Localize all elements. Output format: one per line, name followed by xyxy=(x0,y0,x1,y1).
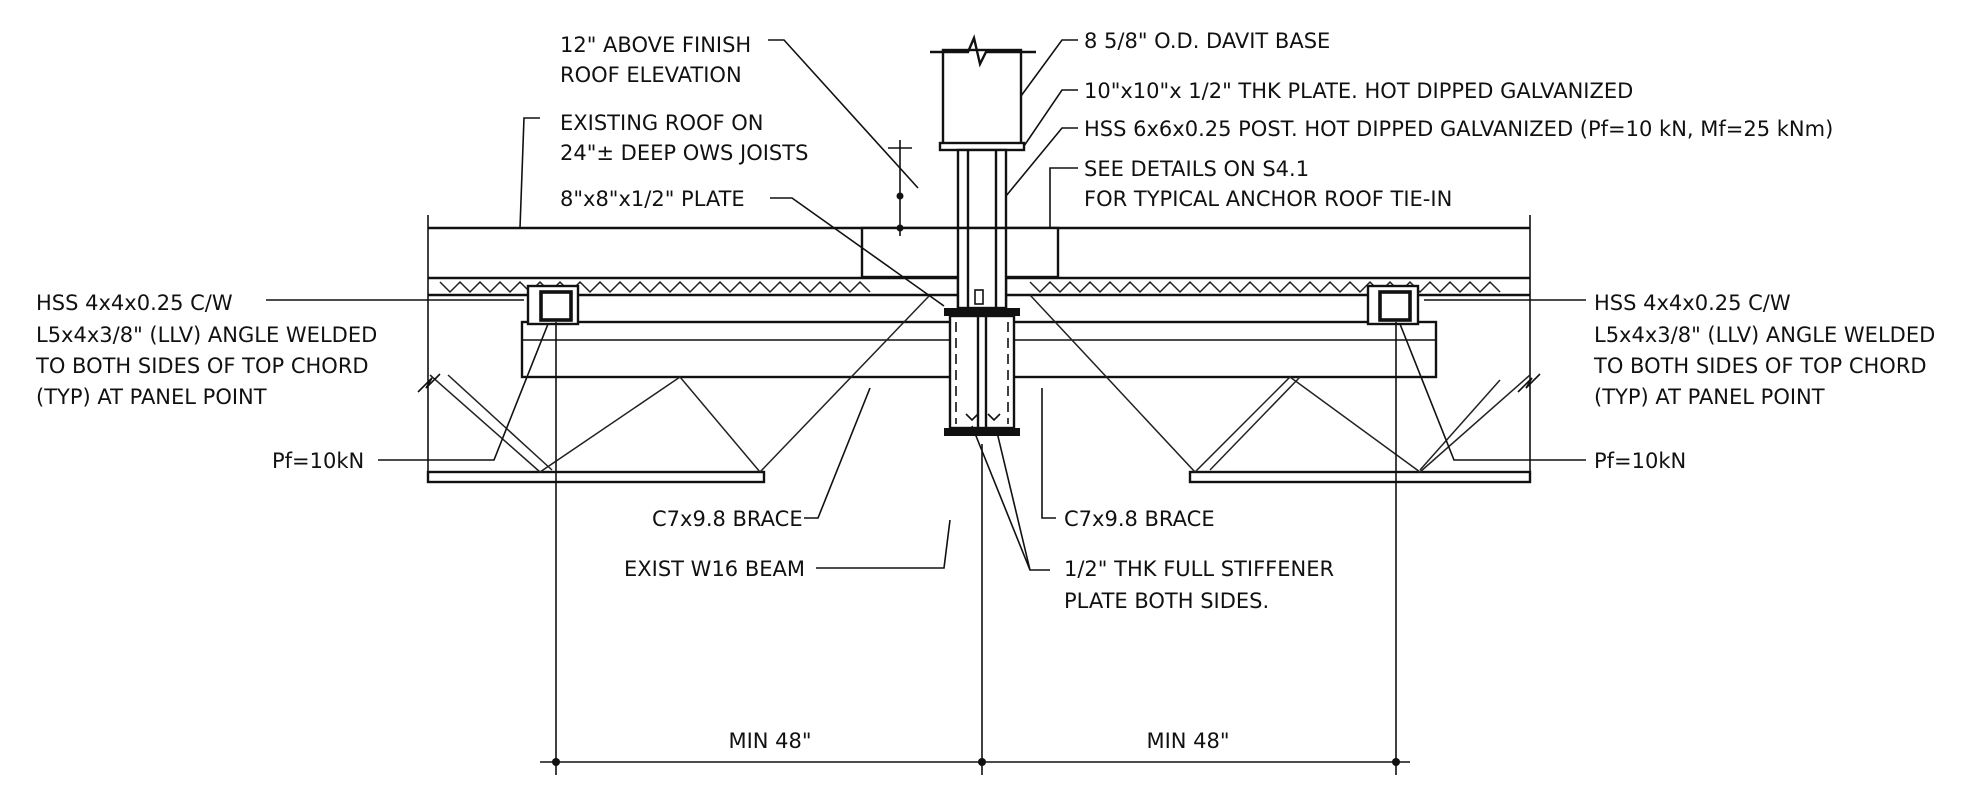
label-left-hss-4: (TYP) AT PANEL POINT xyxy=(36,385,267,409)
label-existing-roof-1: EXISTING ROOF ON xyxy=(560,111,764,135)
leader-brace-right xyxy=(1041,388,1056,519)
leader-brace-left xyxy=(804,387,871,519)
label-stiffener-2: PLATE BOTH SIDES. xyxy=(1064,589,1269,613)
label-right-hss-3: TO BOTH SIDES OF TOP CHORD xyxy=(1593,354,1927,378)
label-finish-elevation-1: 12" ABOVE FINISH xyxy=(560,33,751,57)
label-finish-elevation-2: ROOF ELEVATION xyxy=(560,63,742,87)
davit-assembly xyxy=(860,34,1060,775)
davit-break-line xyxy=(930,34,1036,68)
label-brace-left: C7x9.8 BRACE xyxy=(652,507,803,531)
joist-top-chords xyxy=(417,294,1541,484)
w16-bottom-flange xyxy=(944,428,1020,436)
break-mark-right xyxy=(1517,373,1541,393)
bottom-chord-right xyxy=(1188,470,1532,484)
label-pf-right: Pf=10kN xyxy=(1594,449,1686,473)
label-right-hss-1: HSS 4x4x0.25 C/W xyxy=(1594,291,1791,315)
dim-dot-center xyxy=(978,758,986,766)
post-plug xyxy=(974,289,984,305)
label-right-hss-2: L5x4x3/8" (LLV) ANGLE WELDED xyxy=(1594,323,1935,347)
label-pf-left: Pf=10kN xyxy=(272,449,364,473)
dim-dot-left xyxy=(552,758,560,766)
deck-flute-left xyxy=(439,280,871,294)
hss-tube-right xyxy=(1366,284,1420,326)
top-chord-right xyxy=(988,320,1438,379)
leader-w16-beam xyxy=(816,519,951,569)
dim-dot-right xyxy=(1392,758,1400,766)
top-chord-left xyxy=(520,320,972,379)
leader-plate-10x10 xyxy=(1023,89,1078,147)
dim-label-right: MIN 48" xyxy=(1146,729,1229,753)
label-stiffener-1: 1/2" THK FULL STIFFENER xyxy=(1064,557,1334,581)
label-brace-right: C7x9.8 BRACE xyxy=(1064,507,1215,531)
elevation-dim-dot-1 xyxy=(896,192,904,200)
bottom-dimensions: MIN 48" MIN 48" xyxy=(540,322,1410,775)
leader-finish-elevation xyxy=(768,39,919,189)
plate-8x8 xyxy=(944,308,1020,316)
break-mark-left xyxy=(417,373,441,393)
label-see-details-2: FOR TYPICAL ANCHOR ROOF TIE-IN xyxy=(1084,187,1452,211)
joist-webs-right xyxy=(1029,294,1531,474)
hss-tube-right-inner xyxy=(1378,290,1412,322)
weld-symbol-left xyxy=(965,413,979,422)
leader-lines xyxy=(266,39,1586,571)
label-w16-beam: EXIST W16 BEAM xyxy=(624,557,805,581)
hss-tube-left-inner xyxy=(539,290,573,322)
label-left-hss-2: L5x4x3/8" (LLV) ANGLE WELDED xyxy=(36,323,377,347)
leader-pf-right xyxy=(1399,323,1586,461)
annotation-labels: 12" ABOVE FINISH ROOF ELEVATION EXISTING… xyxy=(35,29,1935,613)
label-right-hss-4: (TYP) AT PANEL POINT xyxy=(1594,385,1825,409)
leader-see-details xyxy=(1049,167,1078,228)
leader-davit-base xyxy=(1020,39,1078,97)
joist-web-left-3 xyxy=(759,294,931,473)
label-existing-roof-2: 24"± DEEP OWS JOISTS xyxy=(560,141,808,165)
leader-existing-roof xyxy=(519,117,540,229)
hss-post-through-curb xyxy=(956,226,1008,310)
bottom-chord-left xyxy=(426,470,766,484)
label-hss-post: HSS 6x6x0.25 POST. HOT DIPPED GALVANIZED… xyxy=(1084,117,1833,141)
leader-stiffener-2 xyxy=(995,427,1031,571)
label-davit-base: 8 5/8" O.D. DAVIT BASE xyxy=(1084,29,1330,53)
weld-symbol-right xyxy=(987,413,1001,422)
leader-stiffener-1 xyxy=(971,425,1050,571)
joist-web-left-2 xyxy=(447,374,553,471)
dim-label-left: MIN 48" xyxy=(728,729,811,753)
leader-pf-left xyxy=(378,323,549,461)
label-plate-8x8: 8"x8"x1/2" PLATE xyxy=(560,187,745,211)
label-plate-10x10: 10"x10"x 1/2" THK PLATE. HOT DIPPED GALV… xyxy=(1084,79,1633,103)
leader-plate-8x8 xyxy=(770,197,945,307)
deck-flute-right xyxy=(1029,280,1501,294)
w16-beam-web xyxy=(976,314,988,430)
davit-base-pipe xyxy=(941,48,1023,148)
leader-hss-post xyxy=(1005,127,1078,197)
label-left-hss-1: HSS 4x4x0.25 C/W xyxy=(36,291,233,315)
hss-tube-left xyxy=(526,284,580,326)
elevation-dim-dot-2 xyxy=(896,224,904,232)
joist-web-right-2 xyxy=(1209,376,1301,471)
elevation-dimension xyxy=(888,140,912,236)
label-see-details-1: SEE DETAILS ON S4.1 xyxy=(1084,157,1309,181)
joist-web-right-3 xyxy=(1419,379,1501,471)
label-left-hss-3: TO BOTH SIDES OF TOP CHORD xyxy=(35,354,369,378)
joist-webs-left xyxy=(429,374,761,473)
